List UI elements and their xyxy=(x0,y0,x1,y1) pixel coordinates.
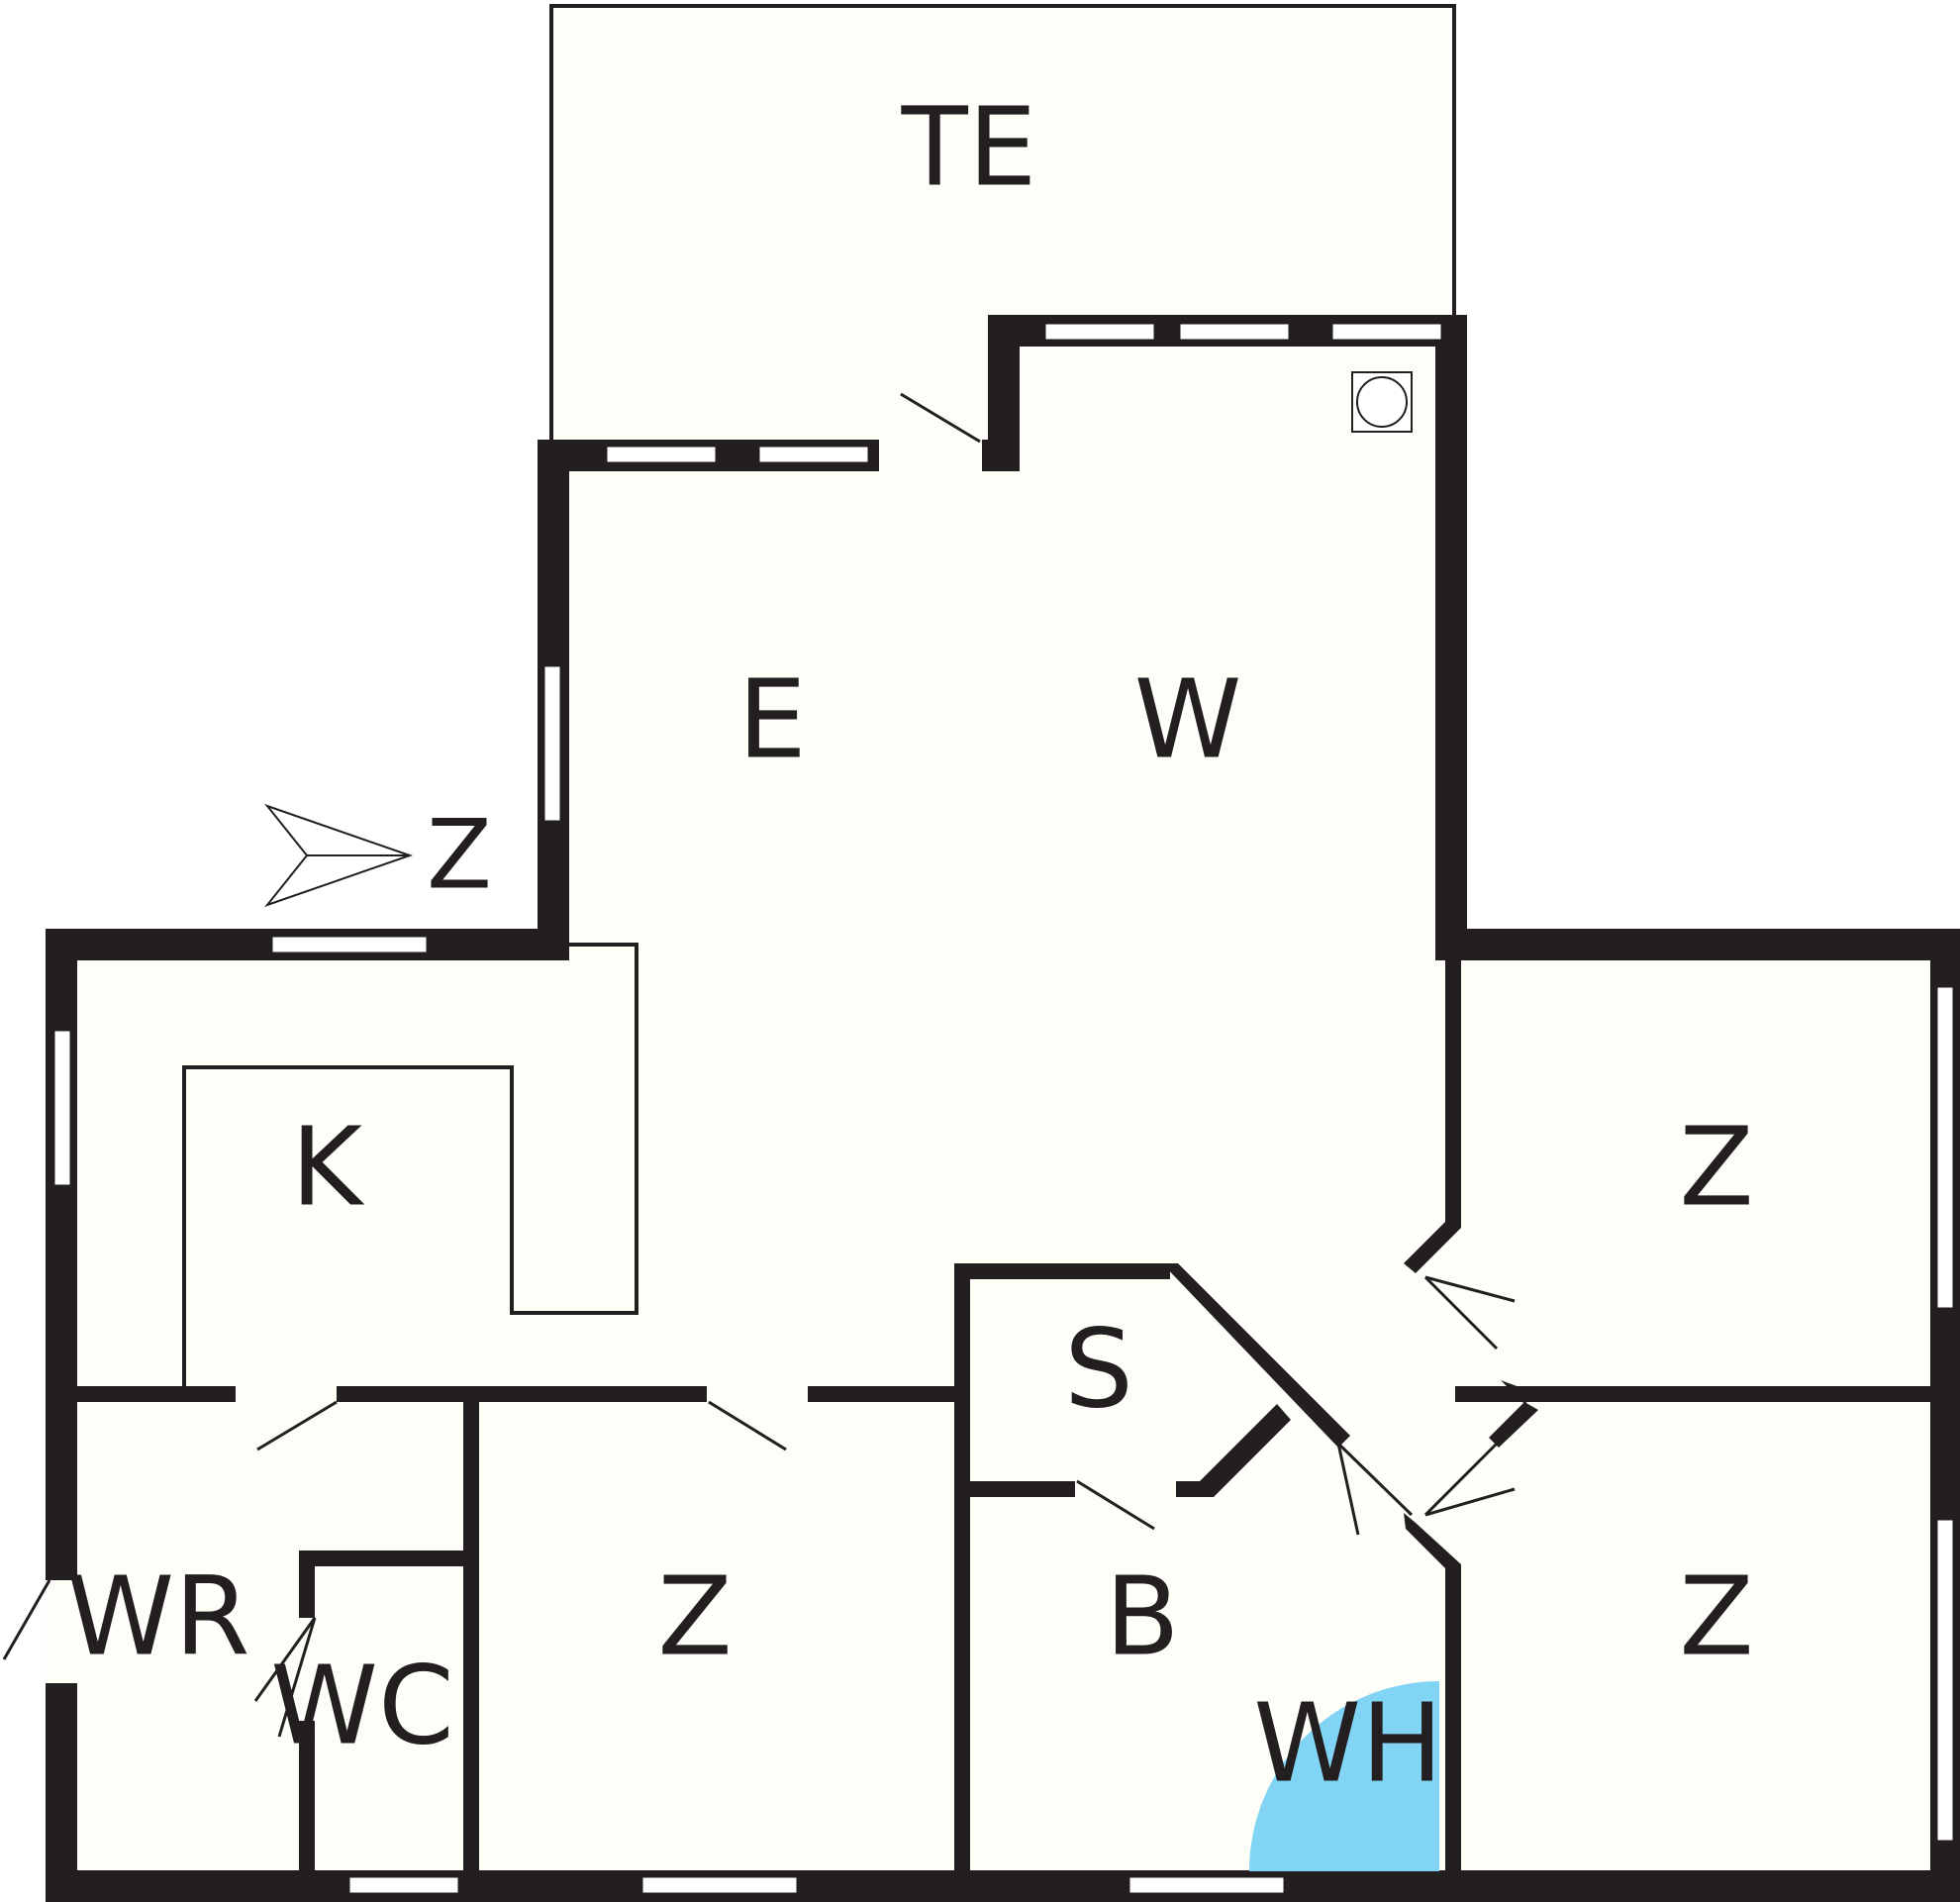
room-label-z-right-bottom: Z xyxy=(1679,1552,1753,1679)
door-swings xyxy=(2,392,1516,1738)
compass-label: Z xyxy=(427,799,492,910)
room-label-te: TE xyxy=(901,83,1037,210)
wood-stove-icon xyxy=(1351,371,1413,433)
kitchen-counter xyxy=(182,943,638,1386)
room-label-b: B xyxy=(1105,1552,1179,1679)
room-label-wc: WC xyxy=(270,1642,454,1768)
room-label-wr: WR xyxy=(66,1552,249,1679)
room-label-z-middle: Z xyxy=(657,1552,732,1679)
room-label-z-right-top: Z xyxy=(1679,1103,1753,1230)
main-floor xyxy=(49,317,1946,1883)
room-label-e: E xyxy=(737,655,807,782)
room-label-w: W xyxy=(1134,655,1242,782)
room-label-s: S xyxy=(1064,1305,1133,1432)
north-arrow-icon xyxy=(264,803,414,908)
terrace-outline xyxy=(549,4,1456,442)
room-label-k: K xyxy=(291,1103,365,1230)
door-openings xyxy=(46,440,1176,1721)
shower-area xyxy=(1249,1681,1439,1871)
room-label-wh: WH xyxy=(1253,1679,1442,1806)
windows xyxy=(51,321,1956,1896)
